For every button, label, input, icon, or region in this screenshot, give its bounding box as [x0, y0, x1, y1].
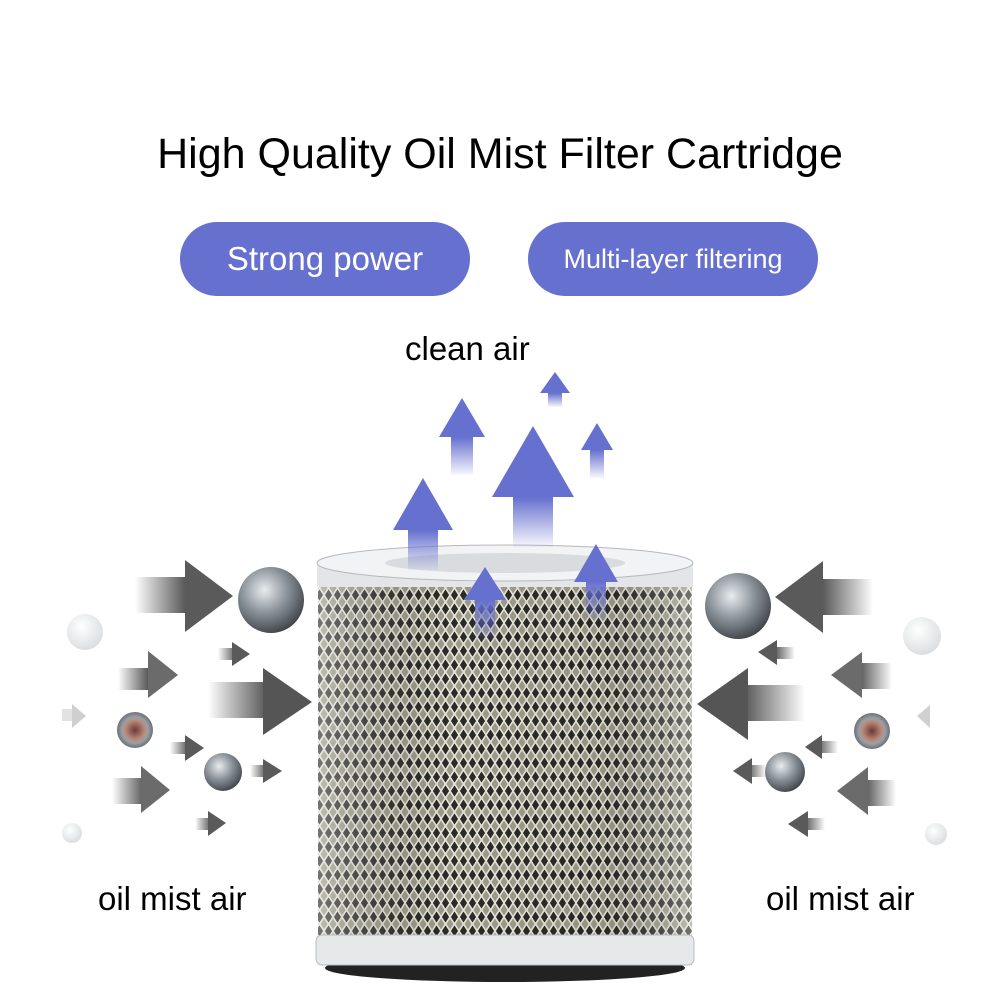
left-arrow-icon	[831, 652, 892, 698]
left-arrow-icon	[733, 758, 766, 784]
right-arrow-icon	[250, 759, 282, 783]
particle-icon	[62, 823, 82, 843]
particle-icon	[204, 753, 242, 791]
particle-icon	[67, 614, 103, 650]
particle-icon	[117, 712, 153, 748]
left-arrow-icon	[805, 735, 838, 759]
particle-icon	[765, 752, 805, 792]
particle-icon	[238, 567, 304, 633]
oil-mist-air-label-right: oil mist air	[766, 880, 915, 917]
right-arrow-icon	[208, 668, 312, 735]
filter-cartridge-image	[315, 544, 695, 982]
right-arrow-icon	[218, 642, 250, 666]
left-arrow-icon	[788, 811, 825, 837]
up-arrow-icon	[439, 398, 485, 475]
clean-air-label: clean air	[405, 330, 530, 367]
up-arrow-icon	[581, 423, 613, 478]
left-arrow-icon	[775, 561, 873, 633]
oil-mist-air-label-left: oil mist air	[98, 880, 247, 917]
up-arrow-icon	[492, 426, 574, 547]
right-arrow-icon	[170, 735, 204, 761]
right-arrow-icon	[135, 560, 233, 632]
particle-icon	[705, 573, 771, 639]
left-arrow-icon	[837, 767, 896, 815]
right-arrow-icon	[118, 651, 178, 698]
feature-badge-strong-power: Strong power	[180, 222, 470, 296]
particle-icon	[903, 617, 941, 655]
page-title: High Quality Oil Mist Filter Cartridge	[157, 130, 843, 178]
left-arrow-icon	[697, 668, 805, 740]
left-arrow-icon	[758, 640, 795, 665]
particle-icon	[925, 823, 947, 845]
up-arrow-icon	[574, 544, 618, 620]
right-arrow-icon	[195, 811, 226, 836]
left-arrow-icon	[917, 705, 930, 728]
up-arrow-icon	[393, 478, 453, 570]
feature-badge-multi-layer: Multi-layer filtering	[528, 222, 818, 296]
up-arrow-icon	[540, 372, 570, 407]
particle-icon	[854, 713, 890, 749]
right-arrow-icon	[112, 766, 170, 813]
up-arrow-icon	[464, 567, 506, 640]
right-arrow-icon	[62, 704, 86, 728]
